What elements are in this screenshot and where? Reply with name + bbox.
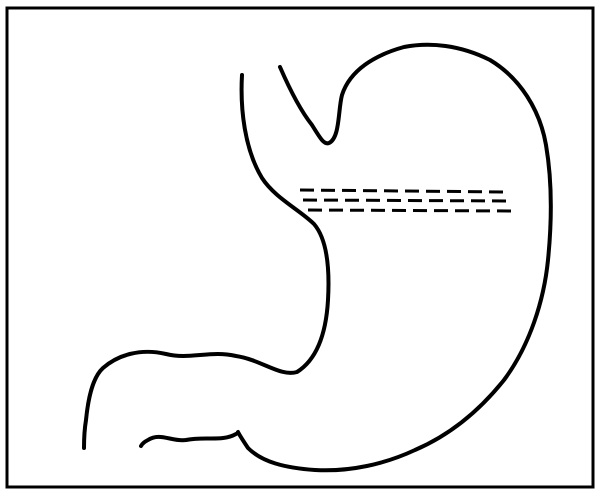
dashed-staple-line-3 (308, 210, 512, 211)
esophagus-left-wall (84, 75, 328, 448)
outer-border (7, 8, 593, 487)
esophagus-right-wall (238, 45, 551, 471)
duodenum-outline (141, 434, 236, 446)
dashed-staple-line-1 (300, 190, 508, 192)
dashed-staple-line-2 (303, 200, 512, 201)
